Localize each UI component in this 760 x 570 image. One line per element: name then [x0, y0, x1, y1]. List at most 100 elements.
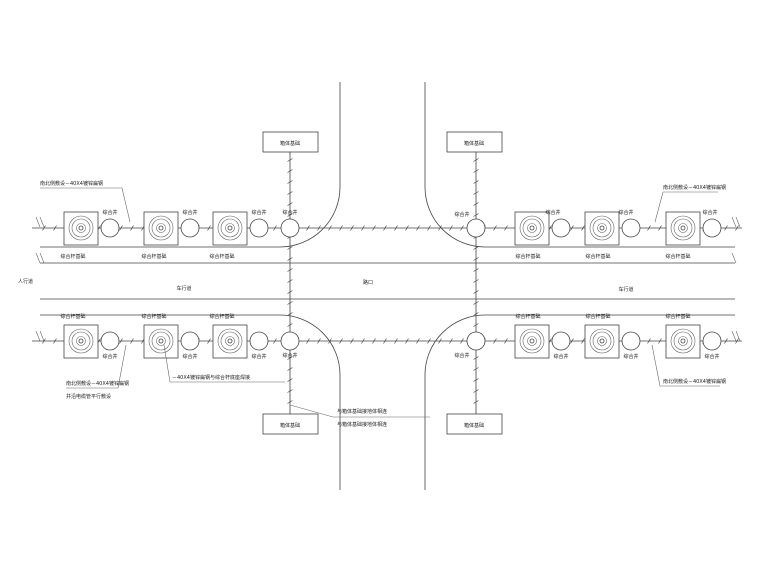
conductor-tick	[306, 338, 310, 344]
handhole-label: 综合井	[545, 209, 560, 216]
handhole-label: 综合井	[282, 209, 297, 216]
pole-unit-bottom-right-1: 综合井 综合杆基础	[514, 313, 571, 360]
conductor-tick	[460, 225, 464, 231]
handhole-label: 综合井	[251, 209, 266, 216]
conductor-tick	[383, 225, 387, 231]
conductor-tick	[287, 180, 293, 184]
conductor-tick	[473, 202, 479, 206]
callouts: 南北侧敷设－40X4镀锌扁钢 南北侧敷设－40X4镀锌扁钢 南北侧敷设－40X4…	[40, 180, 726, 428]
pole-unit-bottom-left-1: 综合井 综合杆基础	[60, 313, 120, 360]
conductor-tick	[493, 225, 497, 231]
svg-text:箱体基础: 箱体基础	[464, 140, 484, 147]
conductor-tick	[405, 338, 409, 344]
pole-unit-bottom-right-3: 综合井 综合杆基础	[665, 313, 722, 360]
conductor-tick	[53, 225, 57, 231]
conductor-tick	[570, 225, 574, 231]
roadway-label-left: 车行道	[176, 285, 191, 292]
handhole-node	[466, 218, 486, 238]
conductor-tick	[581, 338, 585, 344]
conductor-tick	[473, 158, 479, 162]
conductor-tick	[287, 301, 293, 305]
conductor-tick	[504, 225, 508, 231]
pole-base-label: 综合杆基础	[209, 313, 234, 320]
conductor-tick	[473, 389, 479, 393]
conductor-tick	[339, 338, 343, 344]
svg-text:箱体基础: 箱体基础	[464, 422, 484, 429]
pole-base-label: 综合杆基础	[515, 253, 540, 260]
ground-note-left-bottom-2: 并沿电缆管平行敷设	[66, 393, 111, 400]
conductor-tick	[473, 323, 479, 327]
conductor-tick	[42, 225, 46, 231]
ground-conductor-lines	[32, 150, 742, 414]
conductor-tick	[473, 268, 479, 272]
pole-unit-bottom-right-2: 综合井 综合杆基础	[584, 313, 641, 360]
conductor-tick	[473, 213, 479, 217]
conductor-tick	[119, 338, 123, 344]
conductor-tick	[658, 338, 662, 344]
pole-weld-note: －40X4镀锌扁钢与综合杆底座焊接	[172, 374, 250, 381]
conductor-tick	[372, 338, 376, 344]
ground-note-right-top: 南北侧敷设－40X4镀锌扁钢	[663, 184, 726, 191]
ground-note-left-bottom: 南北侧敷设－40X4镀锌扁钢	[66, 380, 129, 387]
cabinet-box-top-left: 箱体基础	[262, 131, 319, 153]
pole-base-label: 综合杆基础	[60, 253, 85, 260]
conductor-tick	[647, 338, 651, 344]
conductor-tick	[473, 378, 479, 382]
conductor-tick	[306, 225, 310, 231]
conductor-tick	[273, 338, 277, 344]
ground-note-left-top: 南北侧敷设－40X4镀锌扁钢	[40, 180, 103, 187]
handhole-label: 综合井	[553, 353, 568, 360]
conductor-tick	[473, 279, 479, 283]
pole-base-label: 综合杆基础	[585, 313, 610, 320]
conductor-tick	[317, 225, 321, 231]
conductor-tick	[42, 338, 46, 344]
conductor-tick	[328, 225, 332, 231]
crossing-handholes: 综合井 综合井 综合井 综合井	[280, 209, 486, 359]
handhole-label: 综合井	[618, 209, 633, 216]
cabinet-box-top-right: 箱体基础	[446, 131, 503, 153]
conductor-tick	[473, 301, 479, 305]
pole-unit-top-right-2: 综合井 综合杆基础	[584, 209, 641, 260]
area-labels: 人行道 车行道 路口 车行道	[18, 278, 634, 293]
ground-note-right-bottom: 南北侧敷设－40X4镀锌扁钢	[663, 378, 726, 385]
pole-base-label: 综合杆基础	[515, 313, 540, 320]
conductor-tick	[438, 338, 442, 344]
conductor-tick	[405, 225, 409, 231]
pole-unit-top-right-3: 综合井 综合杆基础	[665, 209, 722, 260]
conductor-tick	[735, 338, 739, 344]
conductor-tick	[449, 338, 453, 344]
conductor-tick	[438, 225, 442, 231]
conductor-tick	[273, 225, 277, 231]
conductor-tick	[493, 338, 497, 344]
conductor-tick	[473, 367, 479, 371]
pole-base-label: 综合杆基础	[665, 313, 690, 320]
conductor-tick	[287, 158, 293, 162]
conductor-tick	[328, 338, 332, 344]
conductor-tick	[473, 246, 479, 250]
conductor-tick	[287, 279, 293, 283]
pole-unit-bottom-left-2: 综合井 综合杆基础	[141, 313, 200, 360]
cabinet-boxes: 箱体基础 箱体基础 箱体基础 箱体基础	[262, 131, 503, 435]
conductor-tick	[130, 338, 134, 344]
svg-text:箱体基础: 箱体基础	[280, 140, 300, 147]
conductor-tick	[427, 225, 431, 231]
handhole-label: 综合井	[282, 352, 297, 359]
conductor-tick	[504, 338, 508, 344]
conductor-tick	[416, 338, 420, 344]
pole-base-label: 综合杆基础	[141, 313, 166, 320]
handhole-label: 综合井	[623, 353, 638, 360]
conductor-tick	[473, 312, 479, 316]
pole-unit-top-left-3: 综合井 综合杆基础	[209, 209, 269, 260]
conductor-tick	[207, 225, 211, 231]
conductor-tick	[287, 378, 293, 382]
conductor-tick	[287, 246, 293, 250]
conductor-tick	[207, 338, 211, 344]
conductor-tick	[317, 338, 321, 344]
conductor-tick	[287, 367, 293, 371]
conductor-tick	[287, 191, 293, 195]
pole-unit-top-right-1: 综合井 综合杆基础	[514, 209, 571, 260]
conductor-tick	[287, 389, 293, 393]
intersection-label: 路口	[363, 279, 373, 286]
pole-unit-top-left-2: 综合井 综合杆基础	[141, 209, 200, 260]
